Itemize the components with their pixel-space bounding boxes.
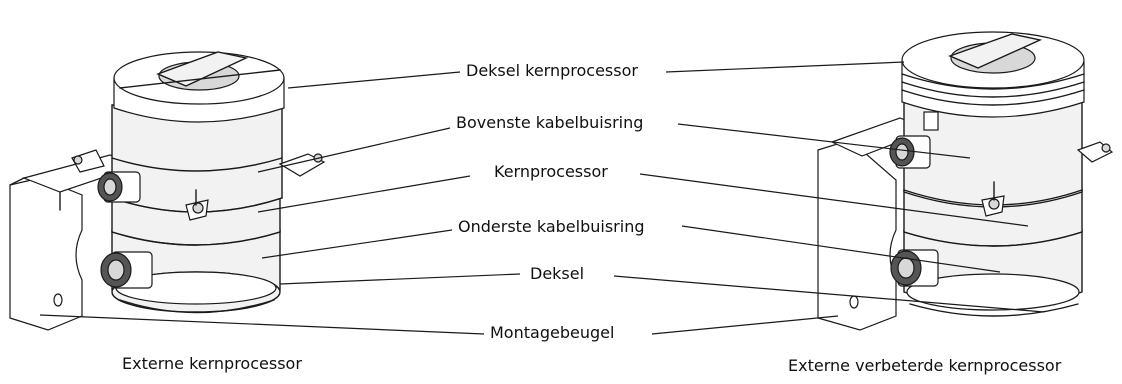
label-lower-conduit-ring: Onderste kabelbuisring bbox=[458, 217, 645, 236]
leader-lower-ring-right bbox=[681, 225, 1001, 273]
right-device-illustration bbox=[817, 31, 1114, 331]
caption-left-device: Externe kernprocessor bbox=[122, 354, 302, 373]
label-cover: Deksel bbox=[530, 264, 585, 283]
left-mounting-bracket bbox=[9, 177, 83, 331]
label-core-processor: Kernprocessor bbox=[494, 162, 608, 181]
leader-lines bbox=[39, 61, 1045, 335]
left-device-illustration bbox=[9, 51, 326, 331]
leader-core-processor-left bbox=[257, 175, 471, 213]
leader-bracket-left bbox=[39, 314, 485, 335]
leader-core-processor-right bbox=[639, 173, 1029, 227]
label-mounting-bracket: Montagebeugel bbox=[490, 323, 615, 342]
leader-upper-ring-left bbox=[257, 127, 451, 173]
label-upper-conduit-ring: Bovenste kabelbuisring bbox=[456, 113, 644, 132]
label-cover-core-processor: Deksel kernprocessor bbox=[466, 61, 638, 80]
leader-cover-core-left bbox=[287, 71, 461, 89]
leader-bracket-right bbox=[651, 315, 839, 335]
caption-right-device: Externe verbeterde kernprocessor bbox=[788, 356, 1062, 375]
leader-cover-core-right bbox=[665, 61, 905, 73]
leader-cover-left bbox=[279, 273, 521, 285]
leader-cover-right bbox=[613, 275, 1045, 313]
leader-upper-ring-right bbox=[677, 123, 971, 159]
leader-lower-ring-left bbox=[261, 229, 453, 259]
right-mounting-bracket bbox=[817, 139, 897, 331]
